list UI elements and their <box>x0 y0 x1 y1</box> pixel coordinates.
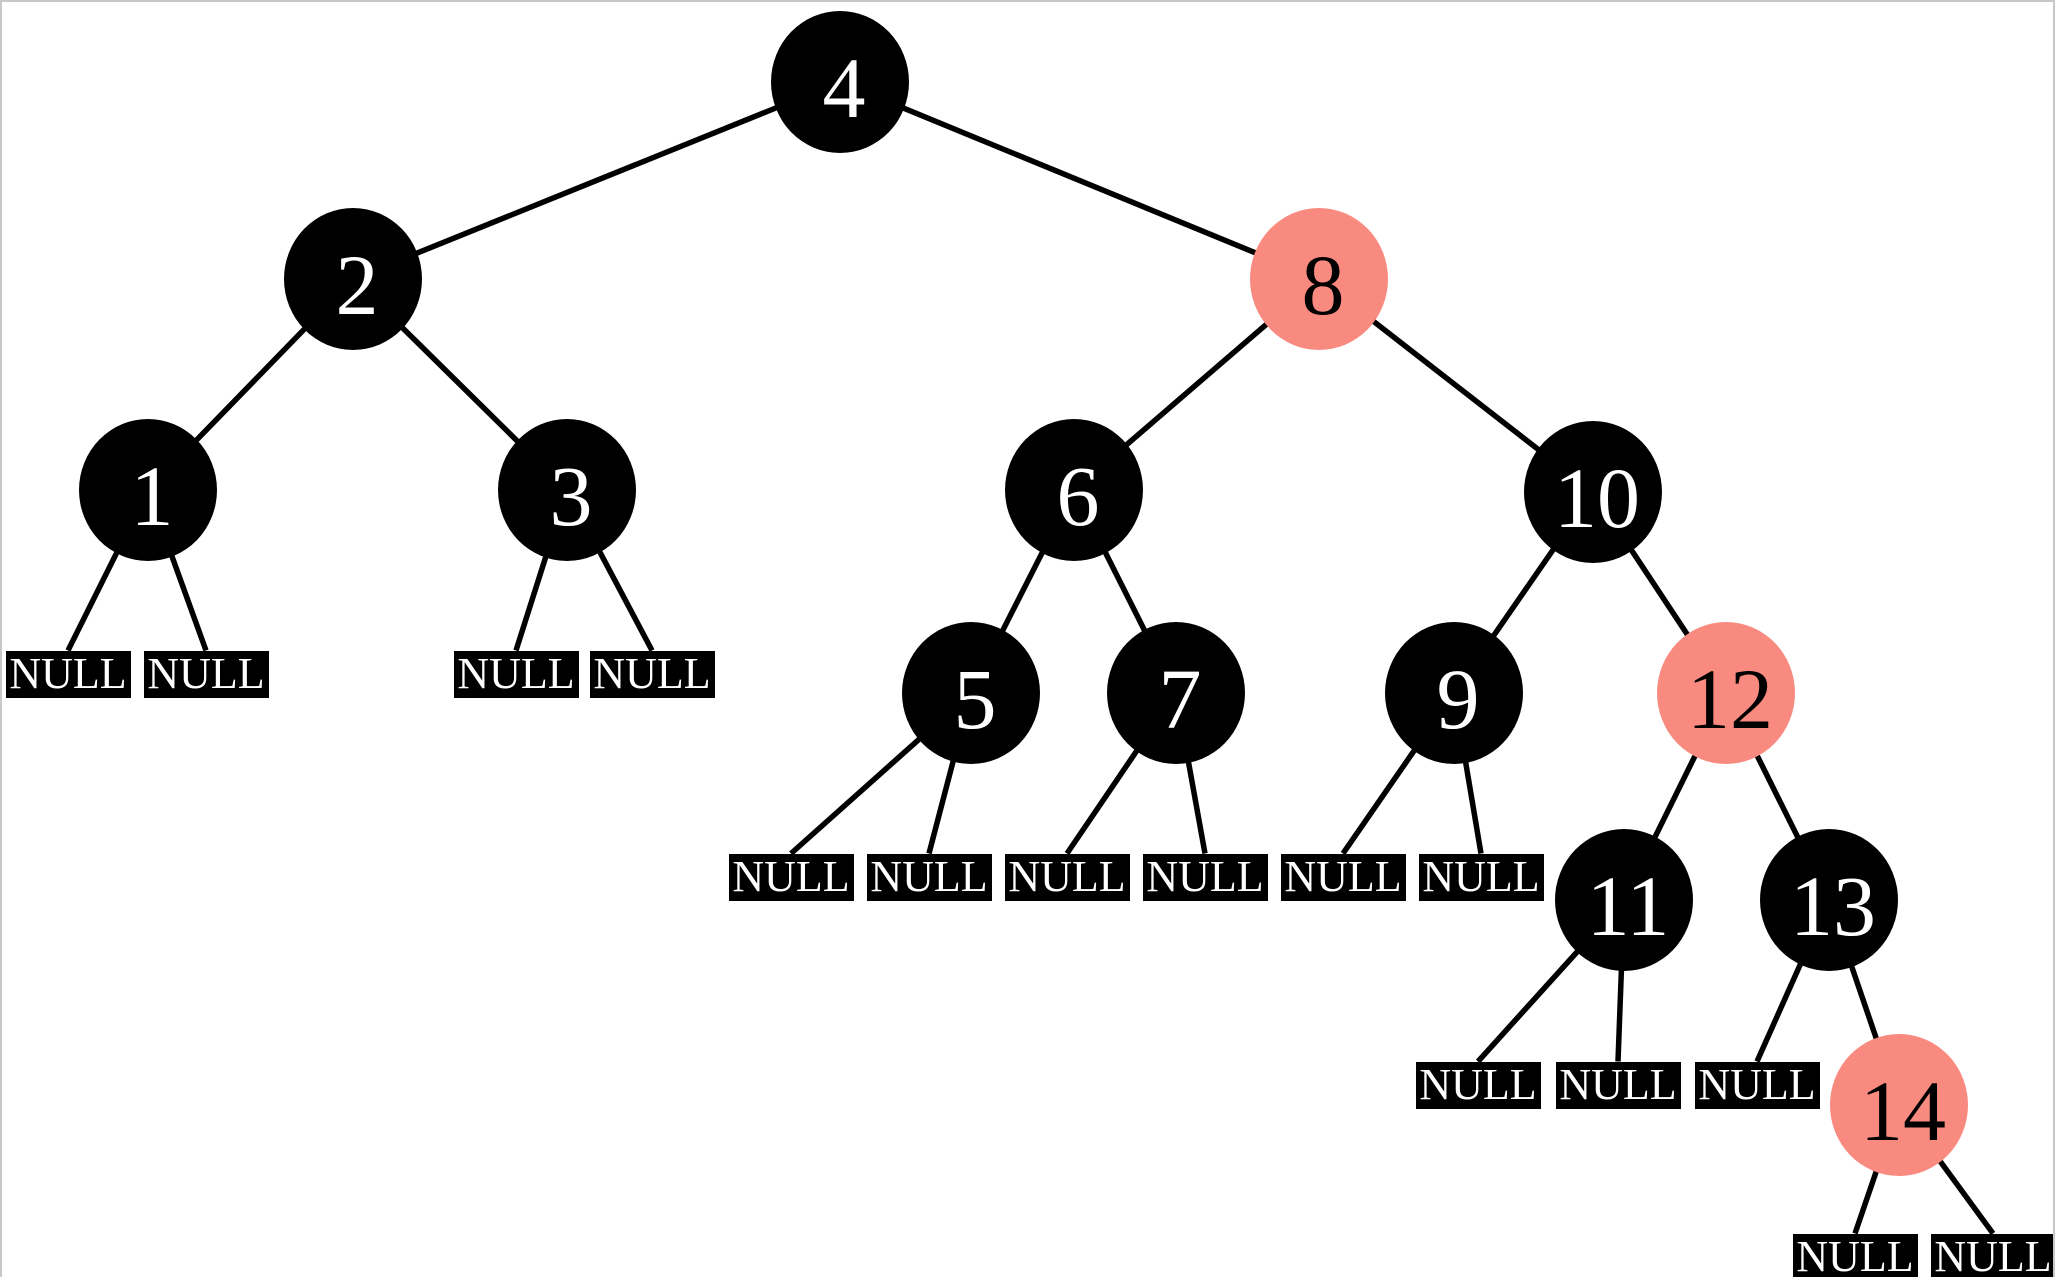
tree-node-label: 14 <box>1860 1063 1946 1159</box>
tree-node-label: 3 <box>549 448 593 544</box>
tree-node-6: 6 <box>1005 419 1143 561</box>
tree-node-13: 13 <box>1760 829 1898 971</box>
tree-node-label: 2 <box>335 237 379 333</box>
tree-node-5: 5 <box>902 622 1040 764</box>
null-leaf: NULL <box>866 853 992 901</box>
null-leaf: NULL <box>1792 1233 1918 1277</box>
null-leaf: NULL <box>589 650 715 698</box>
tree-node-1: 1 <box>79 419 217 561</box>
tree-edge <box>351 79 842 282</box>
tree-node-label: 6 <box>1056 448 1100 544</box>
tree-node-14: 14 <box>1830 1034 1968 1176</box>
tree-node-2: 2 <box>284 208 422 350</box>
tree-node-label: 4 <box>822 40 866 136</box>
tree-node-label: 7 <box>1158 651 1202 747</box>
null-leaf: NULL <box>1004 853 1130 901</box>
tree-node-label: 1 <box>130 448 174 544</box>
tree-node-label: 13 <box>1790 858 1876 954</box>
null-leaf: NULL <box>1415 1061 1541 1109</box>
tree-node-label: 5 <box>953 651 997 747</box>
tree-node-9: 9 <box>1385 622 1523 764</box>
null-leaf: NULL <box>453 650 579 698</box>
tree-node-11: 11 <box>1555 829 1693 971</box>
null-leaf: NULL <box>728 853 854 901</box>
null-leaf: NULL <box>143 650 269 698</box>
tree-node-label: 11 <box>1586 858 1670 954</box>
tree-node-label: 12 <box>1687 651 1773 747</box>
null-leaf: NULL <box>1555 1061 1681 1109</box>
null-leaf: NULL <box>1280 853 1406 901</box>
null-leaf: NULL <box>5 650 131 698</box>
tree-node-8: 8 <box>1250 208 1388 350</box>
null-leaf: NULL <box>1418 853 1544 901</box>
tree-node-4: 4 <box>771 11 909 153</box>
null-leaf: NULL <box>1694 1061 1820 1109</box>
tree-node-10: 10 <box>1524 421 1662 563</box>
tree-node-12: 12 <box>1657 622 1795 764</box>
tree-edge <box>838 79 1321 282</box>
tree-node-7: 7 <box>1107 622 1245 764</box>
tree-node-label: 8 <box>1301 237 1345 333</box>
null-leaf: NULL <box>1142 853 1268 901</box>
tree-node-label: 9 <box>1436 651 1480 747</box>
null-leaf: NULL <box>1930 1233 2053 1277</box>
tree-node-label: 10 <box>1554 450 1640 546</box>
tree-node-3: 3 <box>498 419 636 561</box>
